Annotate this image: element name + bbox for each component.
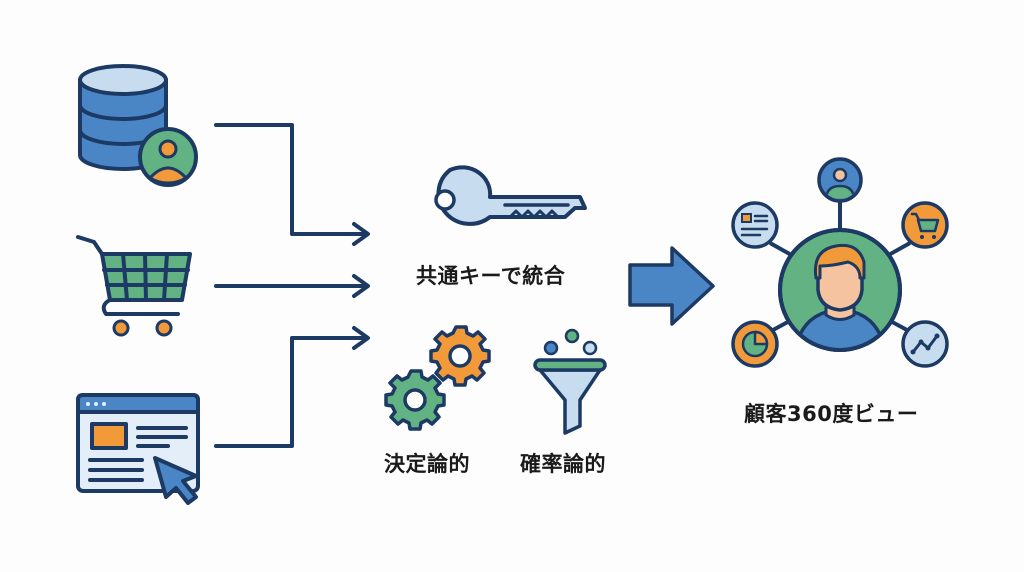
satellite-pie-chart-icon: [731, 320, 779, 368]
satellite-cart-icon: [901, 201, 949, 249]
big-right-arrow-icon: [628, 246, 715, 326]
satellite-line-chart-icon: [901, 320, 949, 368]
database-user-icon: [78, 64, 198, 187]
customer-avatar-icon: [778, 228, 902, 352]
shopping-cart-icon: [76, 235, 192, 337]
probabilistic-label: 確率論的: [520, 452, 606, 476]
key-icon: [434, 165, 587, 226]
arrow-from-browser: [214, 336, 368, 448]
browser-cursor-icon: [76, 393, 200, 505]
satellite-document-icon: [731, 201, 779, 249]
connector-arrows: [214, 123, 370, 448]
deterministic-label: 決定論的: [384, 452, 470, 476]
funnel-icon: [533, 328, 607, 435]
customer-360-label: 顧客360度ビュー: [744, 402, 919, 426]
arrow-from-database: [214, 123, 368, 236]
common-key-label: 共通キーで統合: [416, 264, 566, 288]
gears-icon: [384, 325, 491, 431]
satellite-user-icon: [817, 157, 863, 203]
